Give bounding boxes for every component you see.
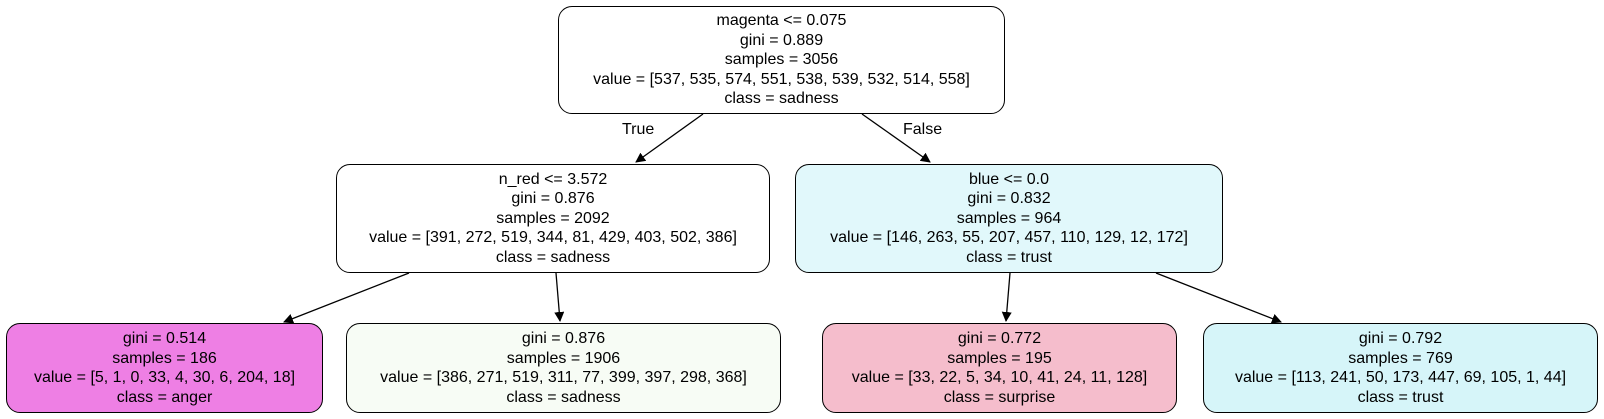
node-class: class = anger: [116, 388, 213, 406]
node-value: value = [537, 535, 574, 551, 538, 539, 5…: [593, 70, 970, 88]
node-class: class = surprise: [943, 388, 1056, 406]
edge-right-to-right-right: [1155, 272, 1282, 324]
node-gini: gini = 0.876: [521, 330, 606, 347]
node-value: value = [146, 263, 55, 207, 457, 110, 12…: [830, 229, 1188, 247]
tree-node-root: magenta <= 0.075 gini = 0.889 samples = …: [558, 6, 1005, 114]
tree-node-right: blue <= 0.0 gini = 0.832 samples = 964 v…: [795, 164, 1223, 273]
node-value: value = [391, 272, 519, 344, 81, 429, 40…: [369, 229, 737, 247]
node-value: value = [113, 241, 50, 173, 447, 69, 105…: [1234, 369, 1567, 386]
node-gini: gini = 0.876: [511, 190, 595, 208]
node-gini: gini = 0.889: [739, 31, 824, 49]
node-class: class = sadness: [506, 388, 621, 406]
node-samples: samples = 1906: [506, 349, 621, 367]
edge-root-to-right: [861, 113, 931, 163]
tree-node-left: n_red <= 3.572 gini = 0.876 samples = 20…: [336, 164, 770, 273]
tree-leaf-right-right: gini = 0.792 samples = 769 value = [113,…: [1203, 323, 1598, 413]
node-samples: samples = 3056: [724, 51, 839, 69]
node-gini: gini = 0.832: [967, 190, 1051, 208]
node-samples: samples = 769: [1348, 349, 1453, 367]
node-split-rule: blue <= 0.0: [968, 170, 1050, 188]
node-gini: gini = 0.514: [122, 330, 207, 347]
edge-right-to-right-left: [1001, 272, 1012, 322]
node-class: class = trust: [966, 248, 1052, 266]
node-split-rule: magenta <= 0.075: [716, 12, 847, 30]
edge-label-false: False: [903, 121, 943, 138]
tree-leaf-right-left: gini = 0.772 samples = 195 value = [33, …: [822, 323, 1177, 413]
node-samples: samples = 964: [956, 209, 1062, 227]
tree-leaf-left-right: gini = 0.876 samples = 1906 value = [386…: [346, 323, 781, 413]
edge-left-to-left-left: [283, 272, 410, 324]
node-class: class = trust: [1357, 388, 1444, 406]
tree-leaf-left-left: gini = 0.514 samples = 186 value = [5, 1…: [6, 323, 323, 413]
node-samples: samples = 186: [112, 349, 217, 367]
node-value: value = [386, 271, 519, 311, 77, 399, 39…: [380, 369, 747, 386]
edge-left-to-left-right: [554, 272, 565, 322]
node-samples: samples = 195: [947, 349, 1052, 367]
node-gini: gini = 0.772: [957, 330, 1042, 347]
node-gini: gini = 0.792: [1358, 330, 1443, 347]
node-class: class = sadness: [495, 248, 611, 266]
node-class: class = sadness: [724, 90, 839, 108]
edge-root-to-left: [635, 113, 704, 163]
node-split-rule: n_red <= 3.572: [498, 170, 608, 188]
edge-label-true: True: [622, 121, 655, 138]
node-samples: samples = 2092: [496, 209, 610, 227]
node-value: value = [5, 1, 0, 33, 4, 30, 6, 204, 18]: [33, 369, 296, 386]
node-value: value = [33, 22, 5, 34, 10, 41, 24, 11, …: [851, 369, 1148, 386]
